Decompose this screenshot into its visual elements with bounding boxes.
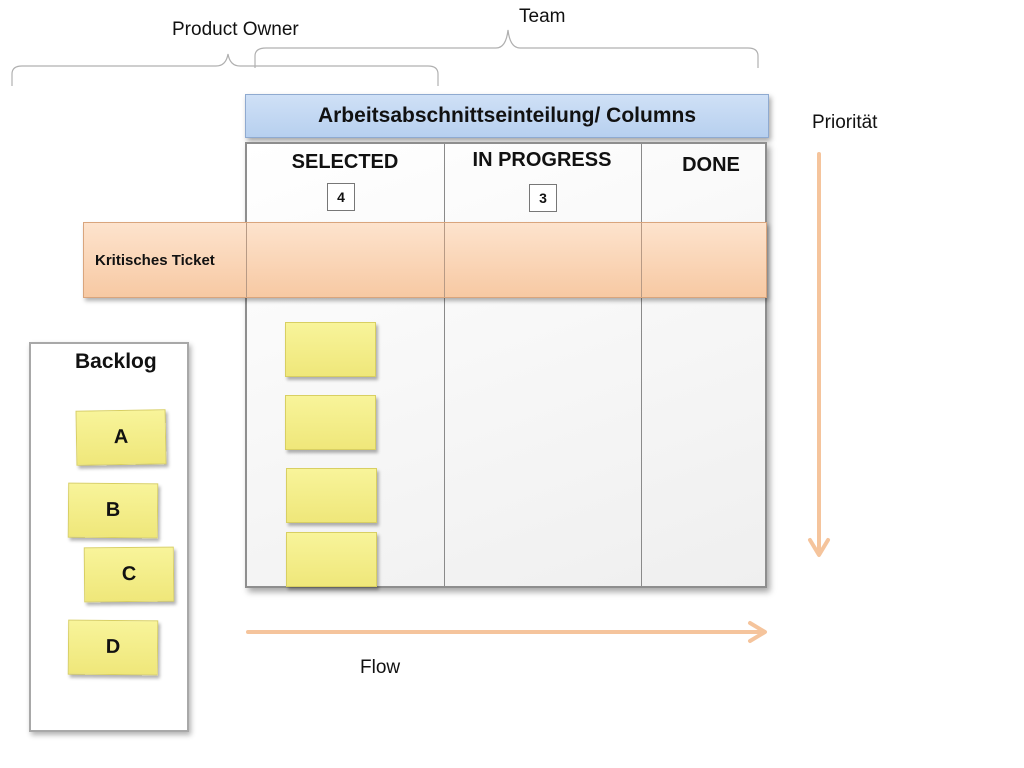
priority-arrow <box>808 152 830 557</box>
backlog-card-d[interactable]: D <box>67 619 159 676</box>
critical-ticket-lane <box>83 222 767 298</box>
column-title-in-progress: IN PROGRESS <box>472 149 612 171</box>
flow-arrow <box>246 621 767 643</box>
column-divider <box>641 144 642 586</box>
selected-card[interactable] <box>285 322 376 377</box>
lane-divider <box>246 223 247 297</box>
board-title: Arbeitsabschnittseinteilung/ Columns <box>245 94 769 138</box>
backlog-card-b[interactable]: B <box>67 482 159 539</box>
backlog-card-label: A <box>113 425 129 449</box>
wip-limit-in-progress: 3 <box>529 184 557 212</box>
product-owner-label: Product Owner <box>172 19 299 40</box>
column-title-done: DONE <box>682 154 740 176</box>
selected-card[interactable] <box>286 468 377 523</box>
board-title-text: Arbeitsabschnittseinteilung/ Columns <box>317 104 697 127</box>
backlog-card-label: C <box>121 562 137 586</box>
backlog-card-label: D <box>105 635 121 659</box>
backlog-card-label: B <box>105 498 121 522</box>
team-brace <box>254 29 759 68</box>
lane-divider <box>444 223 445 297</box>
wip-limit-selected: 4 <box>327 183 355 211</box>
product-owner-brace <box>11 53 439 86</box>
column-title-selected: SELECTED <box>291 151 399 173</box>
flow-label: Flow <box>360 657 401 678</box>
selected-card[interactable] <box>285 395 376 450</box>
priority-label: Priorität <box>812 112 878 133</box>
column-divider <box>444 144 445 586</box>
critical-ticket-label: Kritisches Ticket <box>95 252 215 269</box>
lane-divider <box>641 223 642 297</box>
team-label: Team <box>519 6 566 27</box>
backlog-card-c[interactable]: C <box>83 546 175 603</box>
selected-card[interactable] <box>286 532 377 587</box>
backlog-title: Backlog <box>75 350 157 373</box>
backlog-card-a[interactable]: A <box>75 409 167 466</box>
